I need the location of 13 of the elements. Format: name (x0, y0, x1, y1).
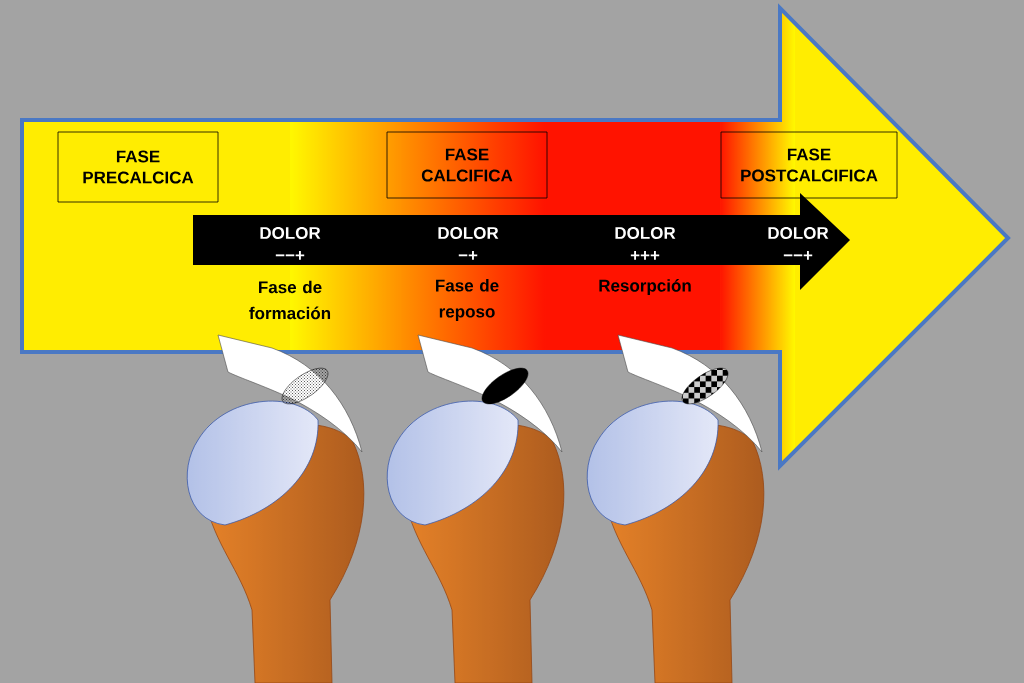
phase-box: FASE CALCIFICA (386, 131, 548, 199)
pain-level: −−+ (275, 251, 305, 260)
stage-label: Fase de formación (249, 280, 331, 320)
stage-label: Resorpción (599, 279, 691, 295)
pain-level: +++ (630, 251, 660, 260)
phase-box: FASE PRECALCICA (57, 131, 219, 203)
pain-label: DOLOR (615, 227, 676, 240)
pain-label: DOLOR (438, 227, 499, 240)
stage-label: Fase de reposo (436, 279, 499, 321)
pain-level: −+ (458, 251, 478, 260)
pain-label: DOLOR (260, 227, 321, 240)
pain-label: DOLOR (768, 227, 829, 240)
pain-level: −−+ (783, 251, 813, 260)
